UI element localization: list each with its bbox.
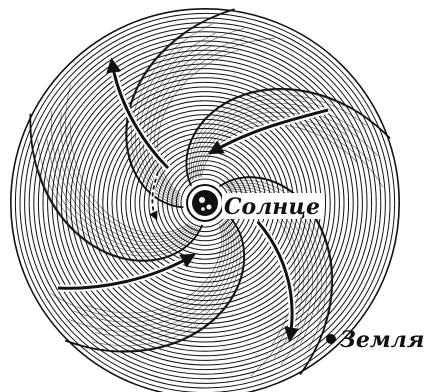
- sun-disc: [192, 190, 218, 216]
- earth-dot: [326, 334, 336, 344]
- sun-label: Солнце: [224, 194, 320, 220]
- sun: [187, 185, 223, 221]
- earth-label: Земля: [340, 327, 424, 353]
